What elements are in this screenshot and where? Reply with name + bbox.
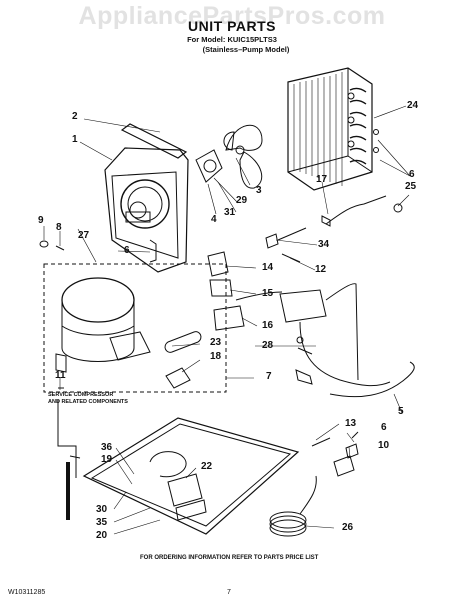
callout-11: 11	[55, 370, 66, 381]
callout-9: 9	[38, 215, 44, 226]
callout-10: 10	[378, 440, 390, 451]
callout-35: 35	[96, 517, 108, 528]
fan-motor-drawing	[195, 124, 263, 189]
callout-26: 26	[342, 522, 354, 533]
fasteners-drawing	[39, 240, 359, 439]
service-note-line-2: AND RELATED COMPONENTS	[48, 399, 128, 405]
callout-19: 19	[101, 454, 113, 465]
callout-6-lower: 6	[381, 422, 387, 433]
watermark: AppliancePartsPros.com	[78, 2, 386, 30]
compressor-drawing	[43, 263, 227, 393]
callout-20: 20	[96, 530, 108, 541]
callout-15: 15	[262, 288, 274, 299]
callout-34: 34	[318, 239, 330, 250]
callout-4: 4	[211, 214, 217, 225]
callout-14: 14	[262, 262, 274, 273]
callout-24: 24	[407, 100, 419, 111]
base-pan-drawing	[57, 400, 359, 535]
model-line: For Model: KUIC15PLTS3	[187, 35, 277, 44]
callout-5: 5	[398, 406, 404, 417]
small-parts-drawing	[149, 195, 403, 263]
callout-25: 25	[405, 181, 417, 192]
callout-31: 31	[224, 207, 236, 218]
callout-7: 7	[266, 371, 272, 382]
callout-16: 16	[262, 320, 274, 331]
callout-18: 18	[210, 351, 222, 362]
wiring-harness-drawing	[279, 283, 415, 398]
callout-36: 36	[101, 442, 113, 453]
callout-12: 12	[315, 264, 327, 275]
callout-22: 22	[201, 461, 213, 472]
callout-28: 28	[262, 340, 274, 351]
relay-drawing	[207, 251, 283, 331]
callout-27: 27	[78, 230, 90, 241]
callout-6-upper: 6	[409, 169, 415, 180]
callout-13: 13	[345, 418, 357, 429]
condenser-drawing	[287, 67, 379, 191]
service-note: SERVICE COMPRESSOR AND RELATED COMPONENT…	[48, 392, 178, 406]
service-note-line-1: SERVICE COMPRESSOR	[48, 392, 114, 398]
callout-6-middle: 6	[124, 245, 130, 256]
fan-shroud-drawing	[104, 123, 189, 273]
ordering-info: FOR ORDERING INFORMATION REFER TO PARTS …	[140, 555, 319, 561]
callout-3: 3	[256, 185, 262, 196]
callout-23: 23	[210, 337, 222, 348]
callout-8: 8	[56, 222, 62, 233]
leader-lines	[43, 105, 411, 535]
model-variant: (Stainless–Pump Model)	[202, 45, 290, 54]
callout-17: 17	[316, 174, 328, 185]
page-title: UNIT PARTS	[188, 18, 276, 34]
callout-1: 1	[72, 134, 78, 145]
callout-2: 2	[72, 111, 78, 122]
page-number: 7	[227, 589, 231, 596]
tubing-coil-drawing	[269, 475, 317, 537]
callout-30: 30	[96, 504, 108, 515]
document-number: W10311285	[8, 589, 46, 596]
callout-29: 29	[236, 195, 248, 206]
